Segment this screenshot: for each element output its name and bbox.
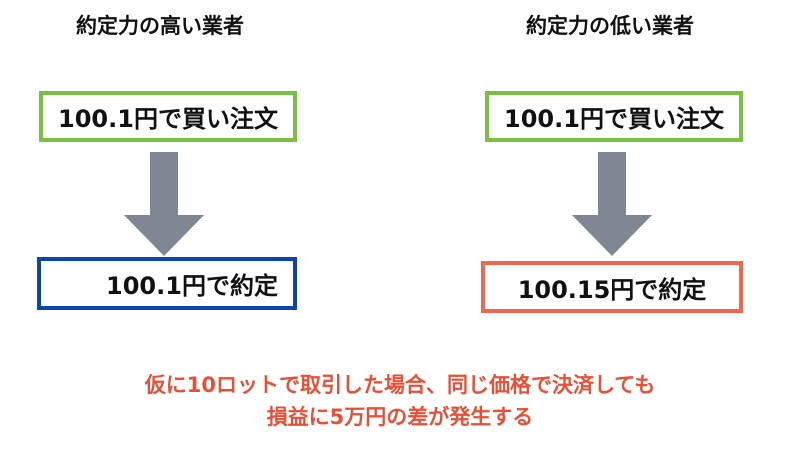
left-title: 約定力の高い業者 — [76, 14, 244, 38]
left-fill-box: 100.1円で約定 — [37, 257, 297, 310]
left-order-box: 100.1円で買い注文 — [39, 91, 297, 142]
left-fill-text: 100.1円で約定 — [106, 272, 278, 300]
right-title: 約定力の低い業者 — [526, 14, 694, 38]
note-line-2: 損益に5万円の差が発生する — [266, 405, 534, 429]
right-fill-box: 100.15円で約定 — [481, 261, 743, 313]
note-line-1: 仮に10ロットで取引した場合、同じ価格で決済しても — [144, 373, 656, 397]
right-order-box: 100.1円で買い注文 — [485, 91, 743, 142]
right-down-arrow-icon — [572, 152, 652, 256]
left-down-arrow-icon — [124, 152, 204, 256]
